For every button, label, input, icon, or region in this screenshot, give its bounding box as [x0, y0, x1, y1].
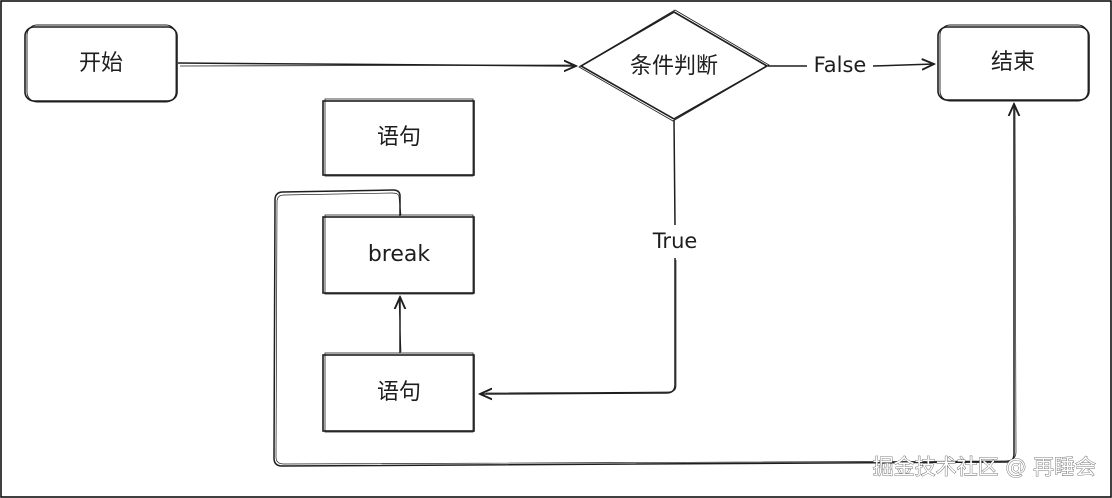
statement-bottom-label: 语句	[377, 380, 421, 405]
start-node-box	[24, 26, 178, 102]
statement-bottom-node: 语句	[322, 352, 475, 433]
condition-node: 条件判断	[578, 9, 770, 122]
start-node: 开始	[24, 24, 178, 103]
break-box	[322, 216, 475, 294]
condition-diamond	[579, 11, 769, 120]
statement-top-label: 语句	[377, 125, 421, 150]
end-node: 结束	[937, 24, 1090, 102]
condition-node-label: 条件判断	[630, 54, 718, 79]
watermark-text: 掘金技术社区 @ 再睡会	[873, 455, 1096, 479]
edge-break-to-end	[273, 104, 1016, 467]
statement-top-node: 语句	[322, 98, 475, 177]
false-label: False	[814, 53, 867, 77]
edge-true: True	[480, 119, 698, 394]
true-label: True	[652, 229, 698, 253]
end-node-box	[937, 26, 1090, 101]
end-node-label: 结束	[991, 50, 1035, 75]
start-node-label: 开始	[79, 51, 123, 76]
break-node: break	[322, 214, 475, 295]
edge-start-to-condition	[177, 63, 576, 66]
statement-bottom-box	[322, 354, 475, 432]
statement-top-box	[322, 100, 475, 176]
edge-false: False	[768, 53, 934, 77]
break-label: break	[368, 242, 431, 267]
edge-statement-to-break	[399, 297, 401, 353]
